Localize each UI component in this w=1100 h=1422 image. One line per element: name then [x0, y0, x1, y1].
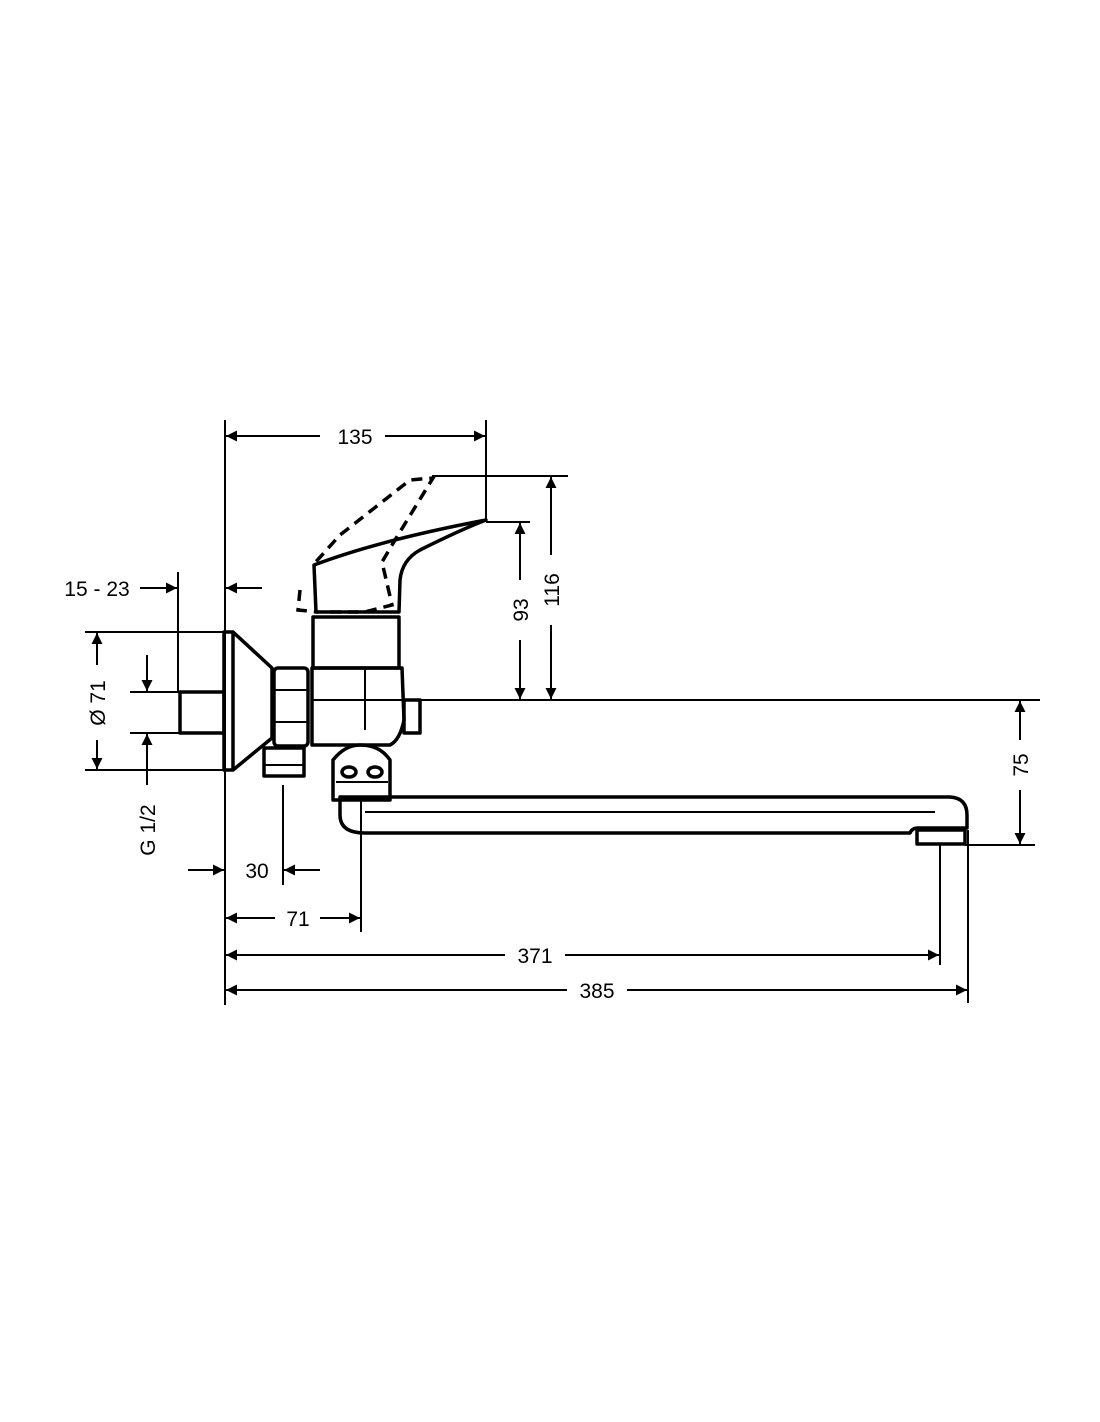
- union-nut: [272, 666, 310, 748]
- side-button: [402, 698, 422, 735]
- body-housing: [310, 666, 406, 747]
- inlet-connector: [178, 690, 226, 735]
- spout-aerator: [915, 828, 967, 846]
- wall-flange: [222, 630, 235, 772]
- body-cylinder: [311, 615, 401, 670]
- dimension-371: 371: [226, 845, 941, 968]
- dimension-385: 385: [226, 830, 969, 1003]
- dimension-thread: G 1/2: [130, 655, 180, 856]
- spout: [338, 795, 969, 835]
- svg-text:93: 93: [510, 598, 533, 621]
- dimension-spout-drop: 75: [965, 701, 1035, 846]
- left-outlet: [262, 746, 306, 778]
- lever-handle: [312, 518, 488, 614]
- dimension-flange-diameter: Ø 71: [85, 631, 224, 771]
- svg-text:15 - 23: 15 - 23: [64, 578, 129, 601]
- svg-text:75: 75: [1010, 753, 1033, 776]
- dimension-135: 135: [226, 420, 487, 522]
- svg-text:385: 385: [579, 980, 614, 1003]
- svg-text:371: 371: [517, 945, 552, 968]
- diverter-fitting: [331, 743, 392, 802]
- svg-text:Ø 71: Ø 71: [87, 680, 110, 726]
- flange-cone: [231, 630, 274, 772]
- dimension-spout-base: 71: [226, 800, 362, 932]
- svg-text:116: 116: [541, 573, 564, 606]
- svg-text:30: 30: [245, 860, 268, 883]
- lever-open-position-dashed: [296, 475, 437, 614]
- svg-text:71: 71: [286, 908, 309, 931]
- svg-text:135: 135: [337, 426, 372, 449]
- dimension-handle-heights: 93 116: [312, 475, 1040, 701]
- faucet-drawing: [178, 475, 969, 846]
- svg-text:G 1/2: G 1/2: [137, 804, 160, 855]
- dimension-inlet-offset: 30: [188, 785, 320, 885]
